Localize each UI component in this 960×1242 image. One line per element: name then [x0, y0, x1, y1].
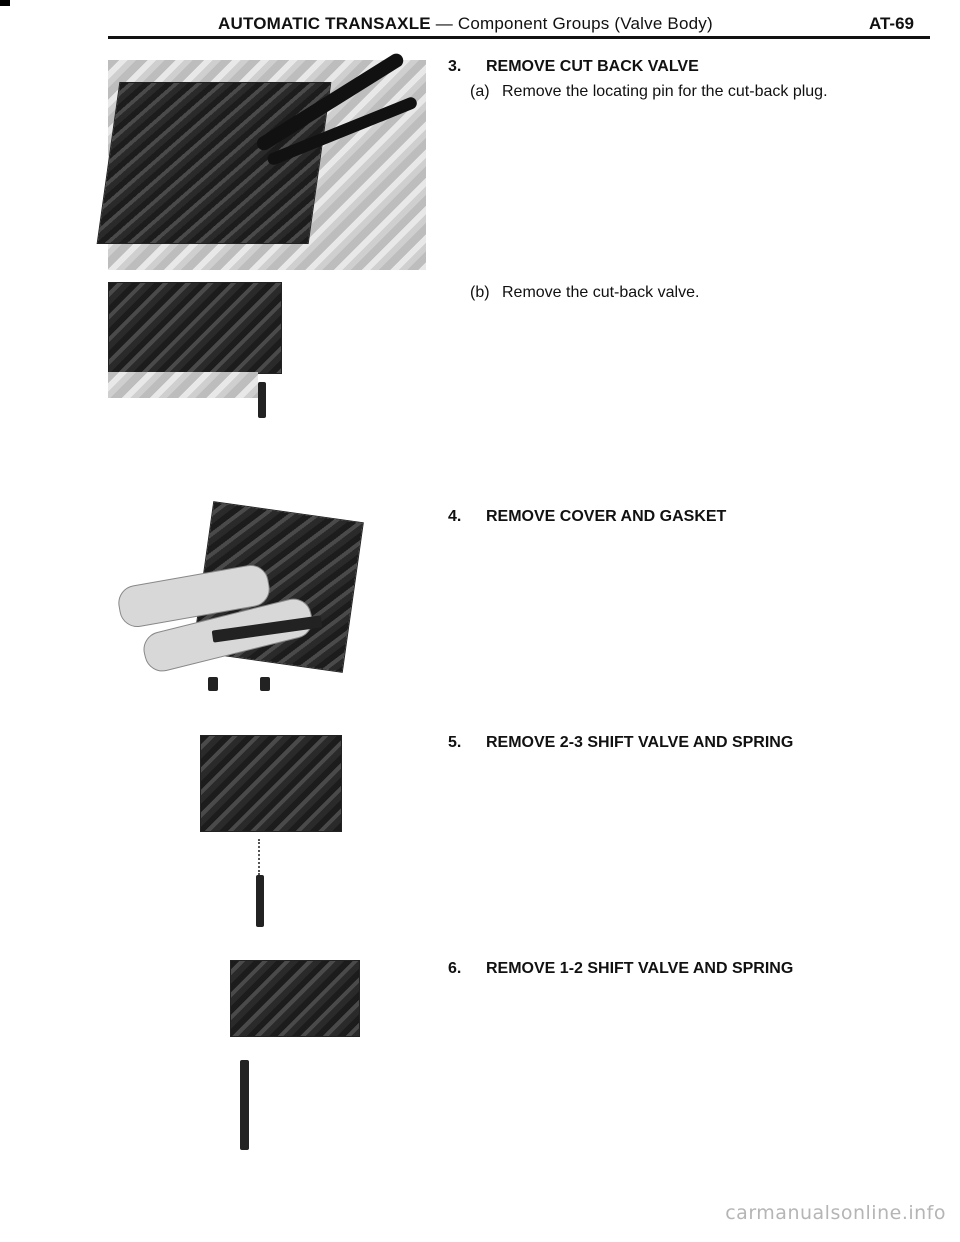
- gasket-part: [208, 677, 218, 691]
- substep-label: (b): [470, 284, 490, 301]
- valve-body-image: [108, 282, 282, 374]
- step-3-heading: 3. REMOVE CUT BACK VALVE: [448, 58, 699, 76]
- page-header-title: AUTOMATIC TRANSAXLE — Component Groups (…: [218, 14, 713, 34]
- watermark: carmanualsonline.info: [725, 1202, 946, 1224]
- step-5-heading: 5. REMOVE 2-3 SHIFT VALVE AND SPRING: [448, 734, 793, 752]
- shift-valve-image: [240, 1060, 249, 1150]
- page-number: AT-69: [868, 14, 914, 33]
- step-4-heading: 4. REMOVE COVER AND GASKET: [448, 508, 726, 526]
- step-number: 5.: [448, 734, 462, 751]
- step-3b: (b) Remove the cut-back valve.: [470, 284, 699, 302]
- header-title-bold: AUTOMATIC TRANSAXLE: [218, 14, 431, 33]
- valve-body-image: [200, 735, 342, 832]
- step-title: REMOVE 2-3 SHIFT VALVE AND SPRING: [486, 734, 794, 751]
- step-number: 6.: [448, 960, 462, 977]
- substep-text: Remove the locating pin for the cut-back…: [502, 83, 828, 100]
- step-number: 3.: [448, 58, 462, 75]
- corner-mark: [0, 0, 10, 6]
- valve-body-image: [230, 960, 360, 1037]
- figure-1-2-shift-valve: [230, 960, 370, 1160]
- header-title-rest: — Component Groups (Valve Body): [430, 14, 713, 33]
- figure-remove-cover: [112, 501, 432, 710]
- substep-text: Remove the cut-back valve.: [502, 284, 700, 301]
- step-number: 4.: [448, 508, 462, 525]
- figure-remove-locating-pin: [96, 50, 426, 270]
- step-title: REMOVE 1-2 SHIFT VALVE AND SPRING: [486, 960, 794, 977]
- step-6-heading: 6. REMOVE 1-2 SHIFT VALVE AND SPRING: [448, 960, 793, 978]
- cut-back-valve-image: [258, 382, 266, 418]
- step-title: REMOVE COVER AND GASKET: [486, 508, 727, 525]
- step-3a: (a) Remove the locating pin for the cut-b…: [470, 83, 828, 101]
- substep-label: (a): [470, 83, 490, 100]
- shift-valve-image: [256, 875, 264, 927]
- valve-body-image: [96, 82, 332, 244]
- step-title: REMOVE CUT BACK VALVE: [486, 58, 699, 75]
- header-rule: [108, 36, 930, 39]
- figure-cut-back-valve: [108, 282, 428, 462]
- figure-2-3-shift-valve: [196, 735, 346, 935]
